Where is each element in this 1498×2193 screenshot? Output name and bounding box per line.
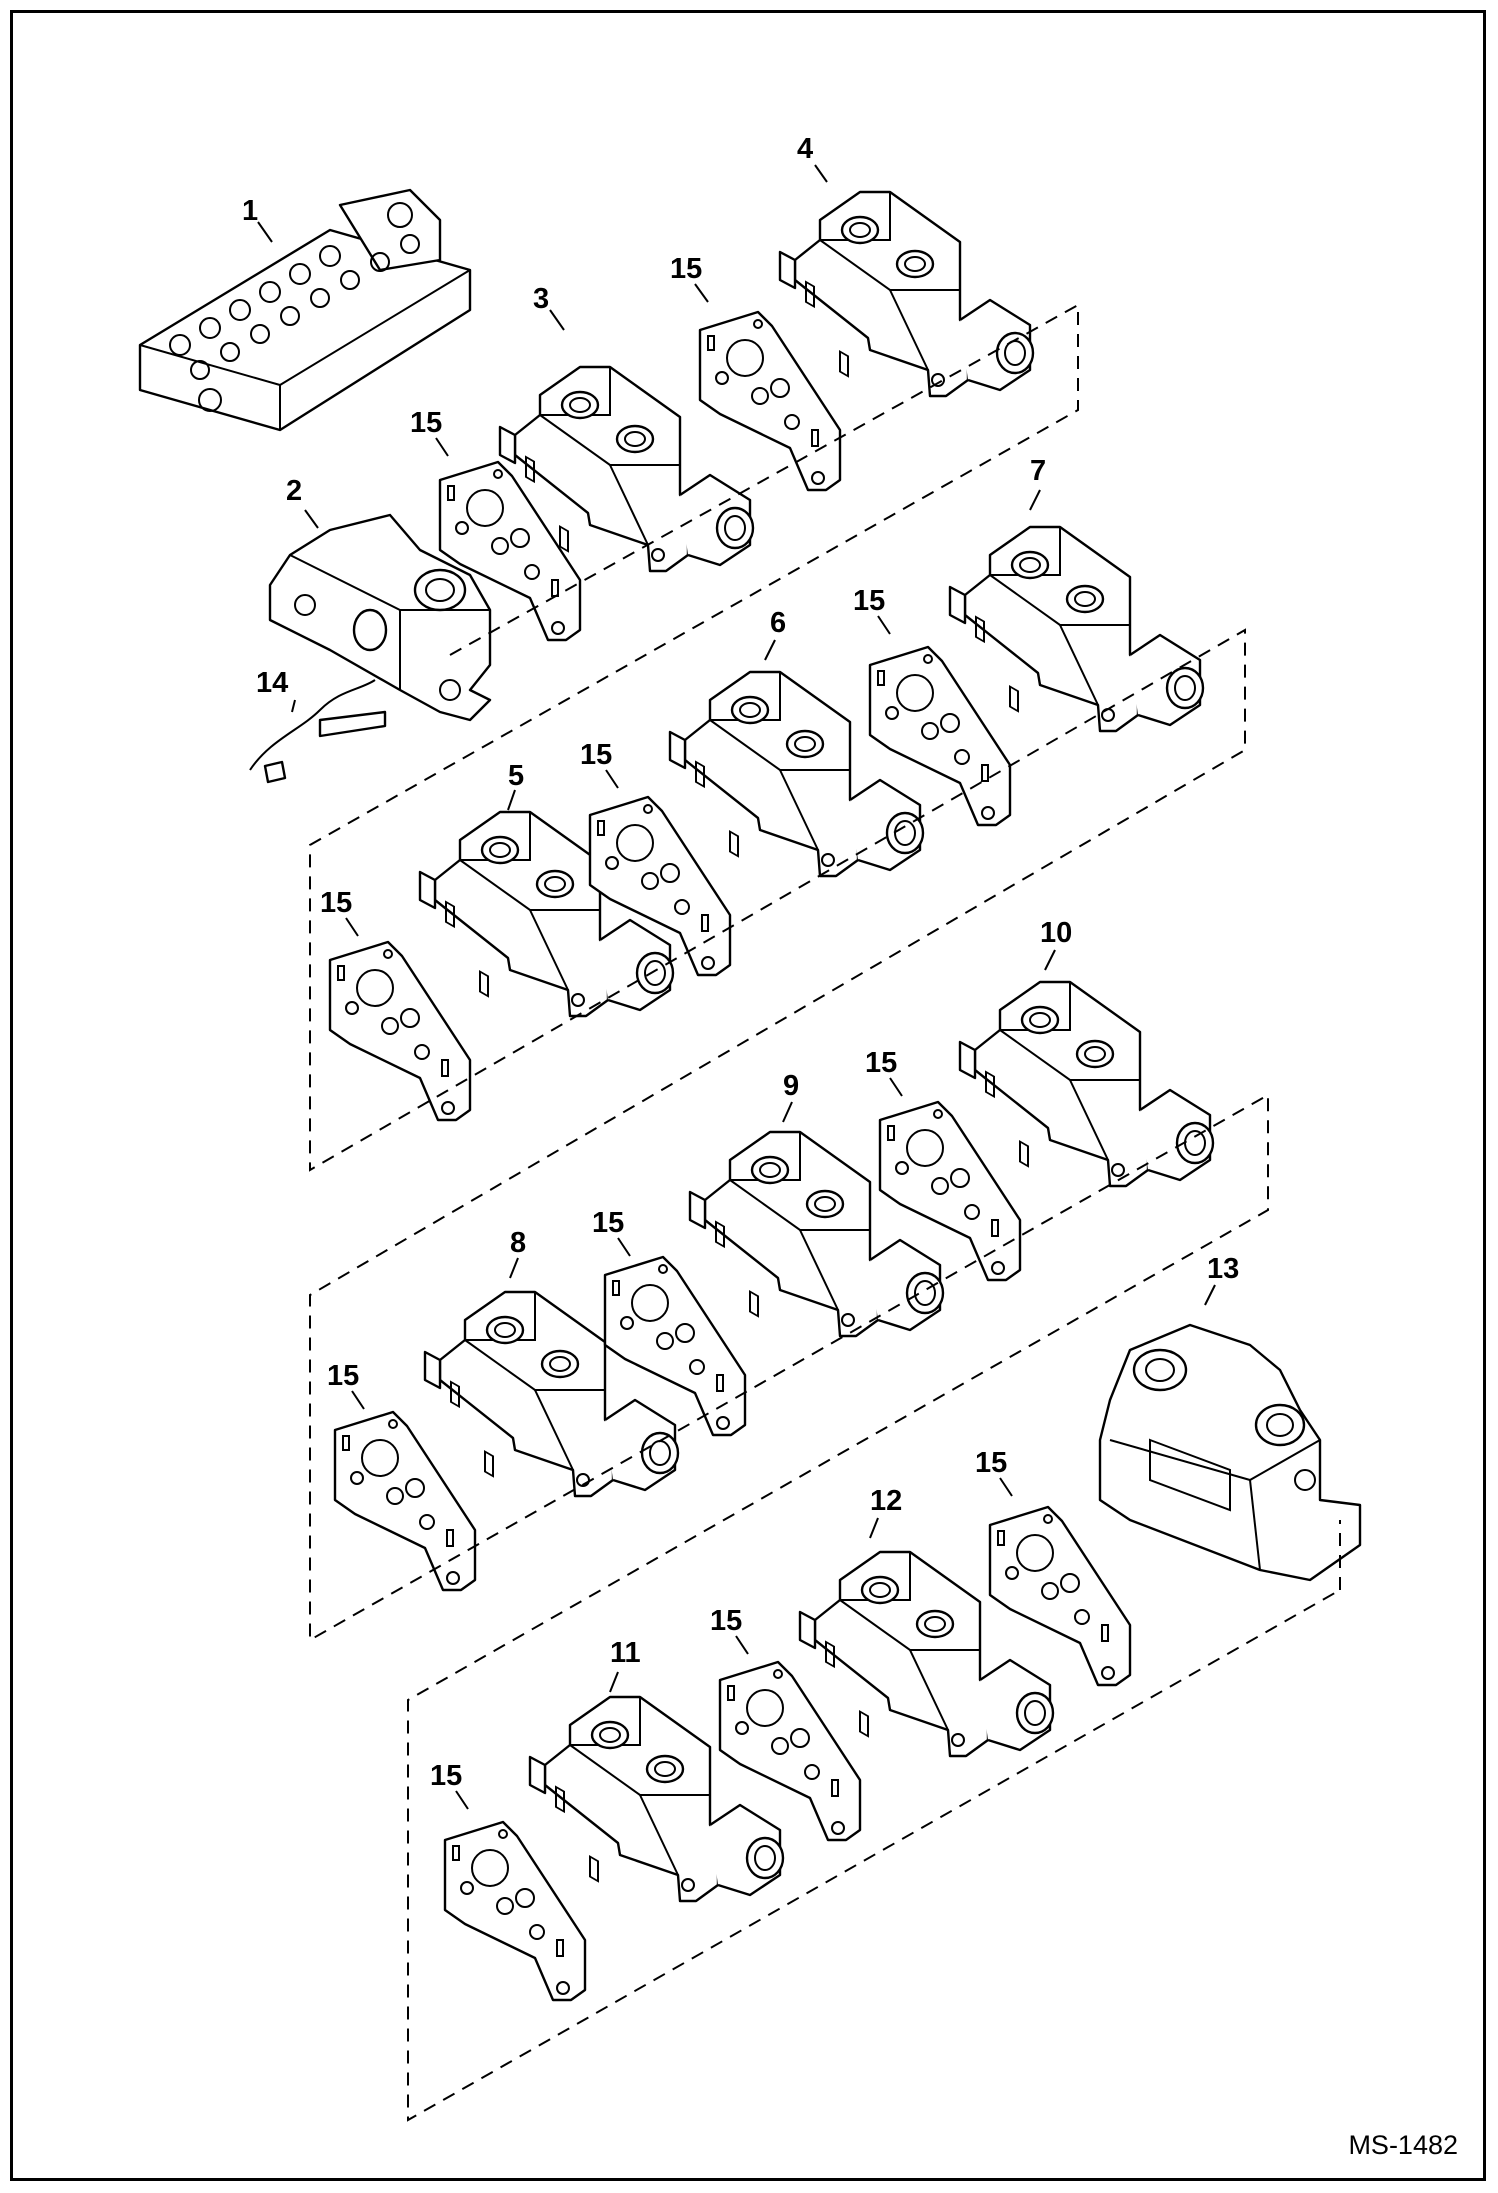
inlet-end-section: [268, 513, 492, 722]
gasket-c: [328, 940, 472, 1122]
callout-7: 7: [1030, 455, 1046, 487]
callout-15: 15: [592, 1207, 624, 1239]
callout-13: 13: [1207, 1253, 1239, 1285]
callout-15: 15: [410, 407, 442, 439]
valve-section-4: [778, 190, 1035, 398]
callout-15: 15: [853, 585, 885, 617]
gasket-h: [333, 1410, 477, 1592]
callout-6: 6: [770, 607, 786, 639]
gasket-i: [988, 1505, 1132, 1687]
callout-2: 2: [286, 475, 302, 507]
callout-labels: 1 2 3 4 5 6 7 8 9 10 11 12 13 14 15 15 1…: [242, 133, 1239, 1792]
callout-15-leaders: [345, 283, 1013, 1810]
valve-bank-assembly: [138, 188, 472, 432]
callout-15: 15: [327, 1360, 359, 1392]
callout-leaders: [257, 164, 1216, 1693]
callout-15: 15: [580, 739, 612, 771]
callout-3: 3: [533, 283, 549, 315]
gasket-k: [443, 1820, 587, 2002]
tie-rod-and-nut: [249, 679, 387, 784]
callout-5: 5: [508, 760, 524, 792]
callout-10: 10: [1040, 917, 1072, 949]
outlet-end-section: [1098, 1323, 1362, 1582]
callout-8: 8: [510, 1227, 526, 1259]
callout-15: 15: [710, 1605, 742, 1637]
callout-14: 14: [256, 667, 288, 699]
callout-9: 9: [783, 1070, 799, 1102]
callout-1: 1: [242, 195, 258, 227]
callout-4: 4: [797, 133, 813, 165]
callout-12: 12: [870, 1485, 902, 1517]
valve-section-7: [948, 525, 1205, 733]
callout-15: 15: [865, 1047, 897, 1079]
callout-15: 15: [320, 887, 352, 919]
valve-section-10: [958, 980, 1215, 1188]
assembly-outlines: [309, 303, 1341, 2122]
sheet-border: [10, 10, 1486, 2181]
gasket-b: [698, 310, 842, 492]
callout-15: 15: [430, 1760, 462, 1792]
callout-15: 15: [975, 1447, 1007, 1479]
callout-15: 15: [670, 253, 702, 285]
drawing-code: MS-1482: [1348, 2130, 1458, 2160]
callout-11: 11: [610, 1637, 641, 1669]
